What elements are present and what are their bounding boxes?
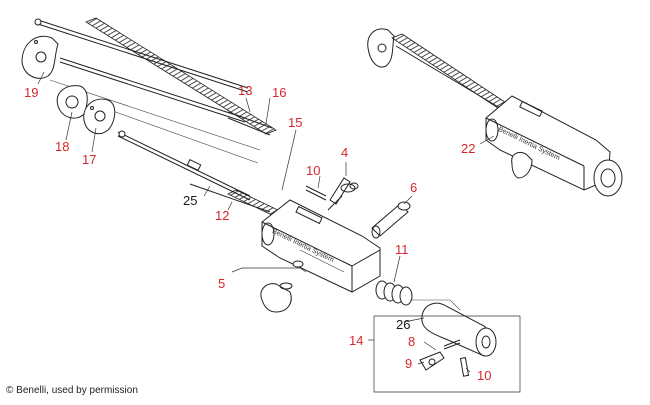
leader-lines bbox=[37, 71, 495, 373]
bolt-body bbox=[261, 199, 381, 293]
link-4 bbox=[327, 177, 359, 211]
callout-9: 9 bbox=[405, 356, 413, 371]
plate-17 bbox=[83, 98, 116, 135]
small-parts-8-9-10 bbox=[419, 339, 470, 377]
callout-6: 6 bbox=[410, 180, 418, 195]
plate-19 bbox=[21, 35, 59, 79]
recoil-spring bbox=[85, 17, 277, 136]
callout-15: 15 bbox=[288, 115, 303, 130]
bolt-head bbox=[410, 299, 497, 357]
callout-5: 5 bbox=[218, 276, 226, 291]
callout-10-top: 10 bbox=[306, 163, 321, 178]
callout-10-bottom: 10 bbox=[477, 368, 492, 383]
callout-16: 16 bbox=[272, 85, 287, 100]
button-5 bbox=[231, 260, 307, 313]
parts-box-14 bbox=[368, 315, 521, 393]
callout-13: 13 bbox=[238, 83, 253, 98]
callout-12: 12 bbox=[215, 208, 230, 223]
spring-11 bbox=[375, 280, 413, 306]
callout-14: 14 bbox=[349, 333, 364, 348]
pin-10 bbox=[305, 185, 327, 201]
callout-4: 4 bbox=[341, 145, 349, 160]
callout-25: 25 bbox=[183, 193, 198, 208]
callout-22: 22 bbox=[461, 141, 476, 156]
callout-26: 26 bbox=[396, 317, 411, 332]
plate-18 bbox=[56, 85, 88, 119]
assembled-bolt-22 bbox=[367, 28, 623, 197]
callout-11: 11 bbox=[395, 242, 409, 257]
callout-18: 18 bbox=[55, 139, 70, 154]
pin-6 bbox=[371, 201, 411, 239]
callout-19: 19 bbox=[24, 85, 39, 100]
callout-17: 17 bbox=[82, 152, 97, 167]
copyright-credit: © Benelli, used by permission bbox=[6, 385, 138, 396]
firing-pin bbox=[117, 130, 251, 201]
callout-8: 8 bbox=[408, 334, 416, 349]
